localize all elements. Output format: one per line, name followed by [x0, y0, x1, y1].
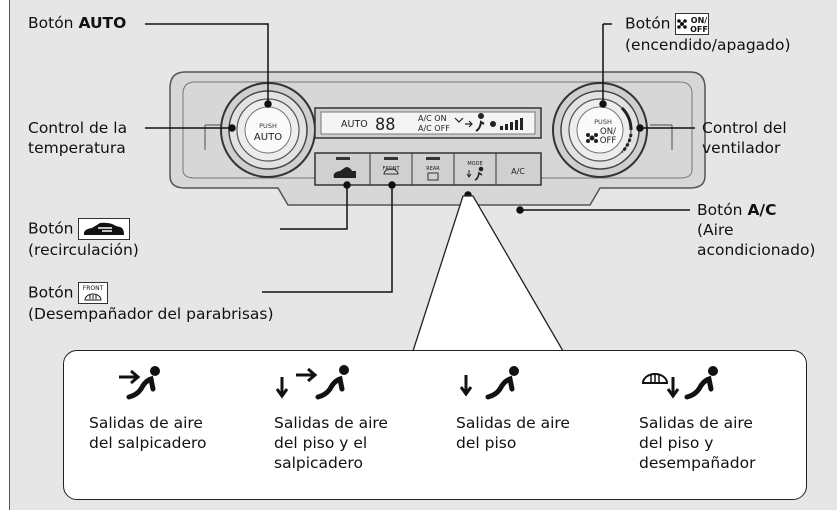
floor-vent-icon: [459, 366, 519, 400]
front-button-text: FRONT: [382, 166, 400, 172]
power-button-label: Botón ON/ OFF (encendido/apagado): [625, 13, 791, 54]
mode-text: Salidas de aire del salpicadero: [89, 414, 207, 452]
mode-text: Salidas de aire del piso y desempañador: [639, 414, 756, 472]
mode-item-floor-defrost: Salidas de aire del piso y desempañador: [639, 351, 809, 501]
knob-right-on: ON/: [600, 127, 616, 137]
recirc-button-label: Botón (recirculación): [28, 218, 139, 259]
fan-knob: [552, 82, 648, 178]
svg-text:FRONT: FRONT: [83, 285, 104, 292]
dash-vent-icon: [119, 366, 160, 400]
rear-button-text: REAR: [426, 166, 440, 172]
display-fan-bars: [490, 118, 523, 130]
recirc-button-face: [333, 157, 356, 178]
mode-text: Salidas de aire del piso y el salpicader…: [274, 414, 388, 472]
mode-button-text: MODE: [467, 161, 482, 167]
display-digits: 88: [375, 115, 395, 135]
display-ac-on: A/C ON: [418, 114, 447, 123]
recirc-icon: [78, 218, 131, 240]
defrost-button-label: Botón FRONT (Desempañador del parabrisas…: [28, 282, 274, 323]
power-fan-icon: ON/ OFF: [675, 13, 710, 35]
page-edge: [0, 0, 10, 510]
mode-button-face: [466, 166, 484, 181]
mode-callout-wedge: [412, 195, 565, 352]
floor-defrost-vent-icon: [641, 366, 718, 400]
display-mode-glyph: [454, 113, 485, 132]
auto-button-label: Botón AUTO: [28, 14, 127, 32]
display-ac-off: A/C OFF: [418, 124, 450, 133]
mode-item-dash: Salidas de aire del salpicadero: [89, 351, 259, 501]
svg-text:ON/: ON/: [691, 16, 707, 25]
front-defrost-icon: FRONT: [78, 282, 109, 304]
knob-right-push: PUSH: [594, 118, 612, 126]
knob-left-auto: AUTO: [254, 132, 282, 143]
mode-legend-box: Salidas de aire del salpicadero Salidas …: [63, 350, 807, 500]
mode-item-floor: Salidas de aire del piso: [456, 351, 626, 501]
svg-text:OFF: OFF: [691, 25, 709, 34]
knob-right-off: OFF: [600, 136, 617, 146]
rear-defrost-button-face: [426, 157, 440, 181]
mode-item-floor-dash: Salidas de aire del piso y el salpicader…: [274, 351, 444, 501]
floor-dash-vent-icon: [275, 365, 349, 400]
knob-left-push: PUSH: [259, 122, 277, 130]
ac-button-text: A/C: [511, 167, 525, 176]
front-defrost-button-face: [383, 157, 399, 175]
display-auto: AUTO: [341, 119, 368, 130]
mode-text: Salidas de aire del piso: [456, 414, 570, 452]
knob-fan-glyph: [586, 133, 598, 143]
